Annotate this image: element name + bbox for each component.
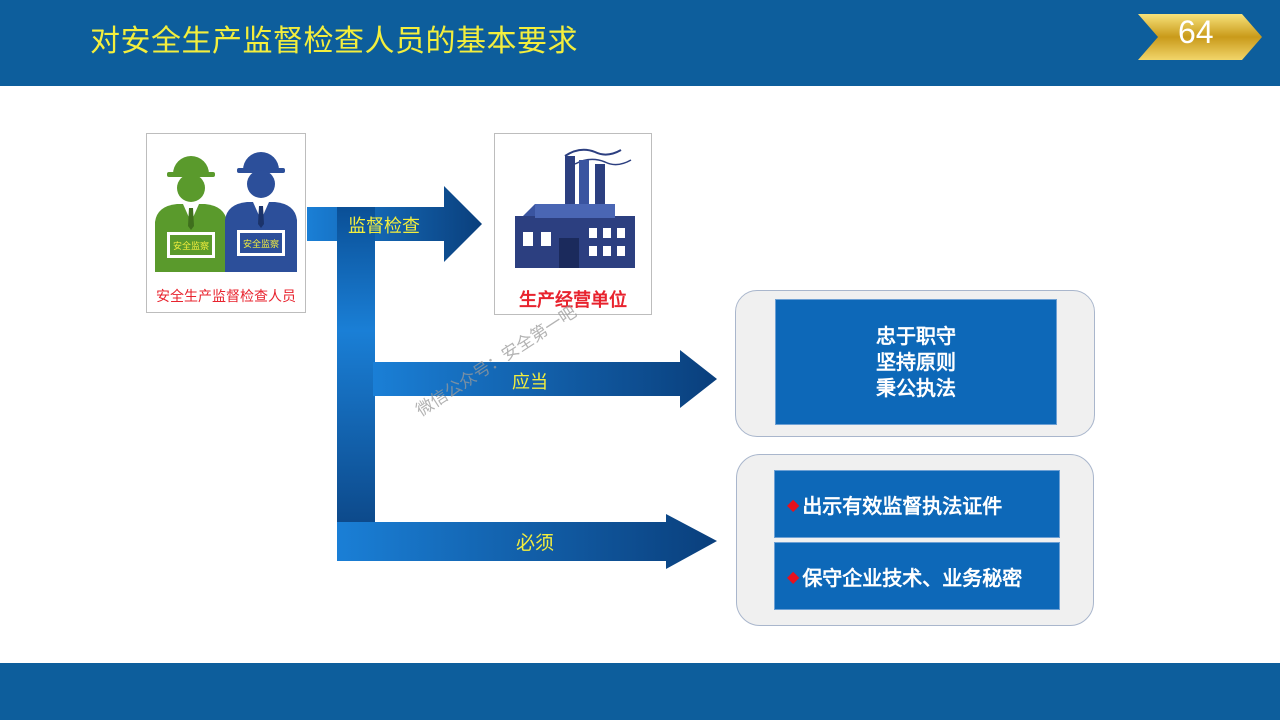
- inspectors-illustration: 安全监察 安全监察: [155, 152, 297, 272]
- inspect-arrow: [307, 186, 482, 262]
- page-badge-chevron-icon: [1138, 14, 1262, 60]
- blue-badge-text: 安全监察: [243, 238, 279, 250]
- must-arrow: [337, 514, 717, 569]
- vertical-trunk: [337, 207, 375, 561]
- duty-item: 坚持原则: [876, 350, 956, 374]
- requirement-text: 保守企业技术、业务秘密: [802, 565, 1023, 590]
- requirement-item: ◆ 保守企业技术、业务秘密: [774, 542, 1060, 610]
- header-bar: [0, 0, 1280, 86]
- inspect-arrow-label: 监督检查: [348, 216, 420, 237]
- enterprise-card: 生产经营单位: [494, 133, 652, 315]
- must-arrow-label: 必须: [516, 532, 555, 554]
- should-arrow-label: 应当: [512, 372, 548, 393]
- requirement-text: 出示有效监督执法证件: [802, 493, 1003, 518]
- slide-title: 对安全生产监督检查人员的基本要求: [90, 24, 578, 59]
- duty-item: 忠于职守: [876, 324, 956, 348]
- inspectors-card: 安全监察 安全监察 安全生产监督检查人员: [146, 133, 306, 313]
- green-badge-text: 安全监察: [173, 240, 209, 252]
- requirement-item: ◆ 出示有效监督执法证件: [774, 470, 1060, 538]
- factory-icon: [515, 148, 635, 268]
- inspectors-caption: 安全生产监督检查人员: [156, 289, 296, 305]
- blue-worker-icon: 安全监察: [225, 152, 297, 272]
- red-diamond-icon: ◆: [787, 494, 800, 514]
- footer-bar: [0, 663, 1280, 720]
- enterprise-caption: 生产经营单位: [519, 290, 627, 311]
- duty-item: 秉公执法: [876, 376, 956, 400]
- red-diamond-icon: ◆: [787, 566, 800, 586]
- should-arrow: [373, 350, 717, 408]
- page-number: 64: [1178, 14, 1214, 50]
- duties-box: 忠于职守 坚持原则 秉公执法: [775, 299, 1057, 425]
- green-worker-icon: 安全监察: [155, 156, 227, 272]
